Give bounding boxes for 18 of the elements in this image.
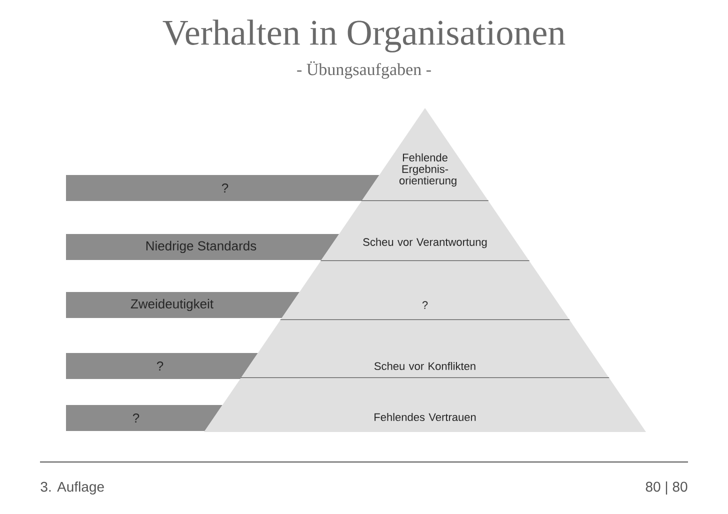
node-label: ? <box>422 301 428 309</box>
node-label: Fehlendes Vertrauen <box>374 412 476 422</box>
pyramid-level: Scheu vor Konflikten <box>240 320 610 379</box>
edition-label: 3. Auflage <box>40 481 104 495</box>
bar: Zweideutigkeit <box>66 292 300 318</box>
node-label: Scheu vor Konflikten <box>374 362 476 370</box>
pyramid-level: Scheu vor Verantwortung <box>320 201 530 262</box>
pyramid-level: Fehlendes Vertrauen <box>204 378 646 432</box>
title: Verhalten in Organisationen <box>162 20 566 52</box>
bar: ? <box>66 405 222 431</box>
page-number: 80 | 80 <box>646 481 688 495</box>
pyramid-level: Fehlende Ergebnis-orientierung <box>362 108 488 202</box>
bar: Niedrige Standards <box>66 234 340 260</box>
node-label: Scheu vor Verantwortung <box>363 238 487 248</box>
bar: ? <box>66 175 380 201</box>
subtitle: - Übungsaufgaben - <box>297 61 431 79</box>
pyramid-level: ? <box>280 261 570 321</box>
bar: ? <box>66 353 258 379</box>
